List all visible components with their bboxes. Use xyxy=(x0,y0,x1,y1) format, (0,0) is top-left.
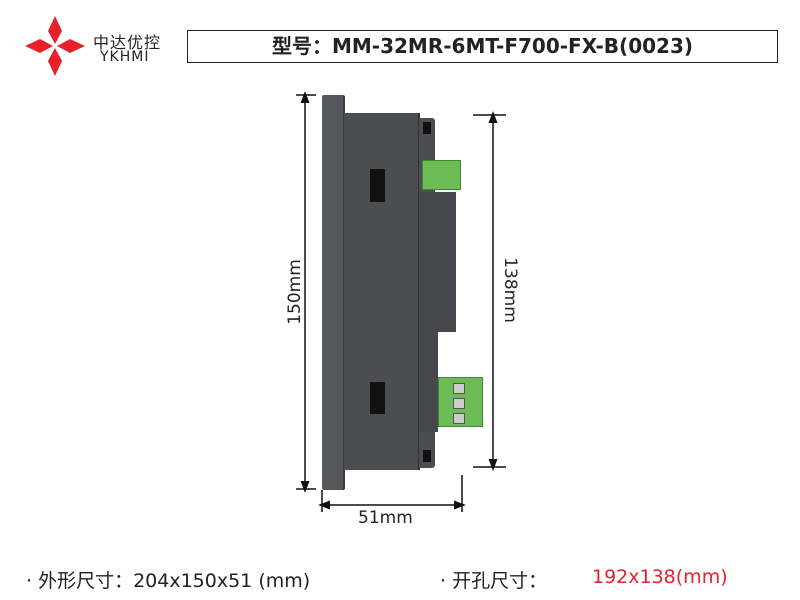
terminal-block-bottom xyxy=(438,377,483,427)
cutout-value: 192x138(mm) xyxy=(592,566,728,588)
height-label: 150mm xyxy=(284,259,305,325)
brand-logo-icon xyxy=(25,16,85,76)
brand-name-cn: 中达优控 xyxy=(93,33,162,52)
cutout-height-label: 138mm xyxy=(499,257,520,323)
terminal-block-top xyxy=(422,160,461,190)
rear-module xyxy=(419,192,456,332)
clip-bottom xyxy=(423,450,431,462)
cutout-label: · 开孔尺寸： xyxy=(440,570,548,592)
mount-slot-bottom xyxy=(370,382,385,414)
depth-label: 51mm xyxy=(358,508,413,528)
model-title: 型号：MM-32MR-6MT-F700-FX-B(0023) xyxy=(187,30,778,63)
brand-name-en: YKHMI xyxy=(100,49,150,65)
clip-top xyxy=(423,122,431,134)
rear-module-lower xyxy=(419,332,438,432)
mount-slot-top xyxy=(370,169,385,202)
outer-dimensions: · 外形尺寸：204x150x51 (mm) xyxy=(26,570,311,592)
